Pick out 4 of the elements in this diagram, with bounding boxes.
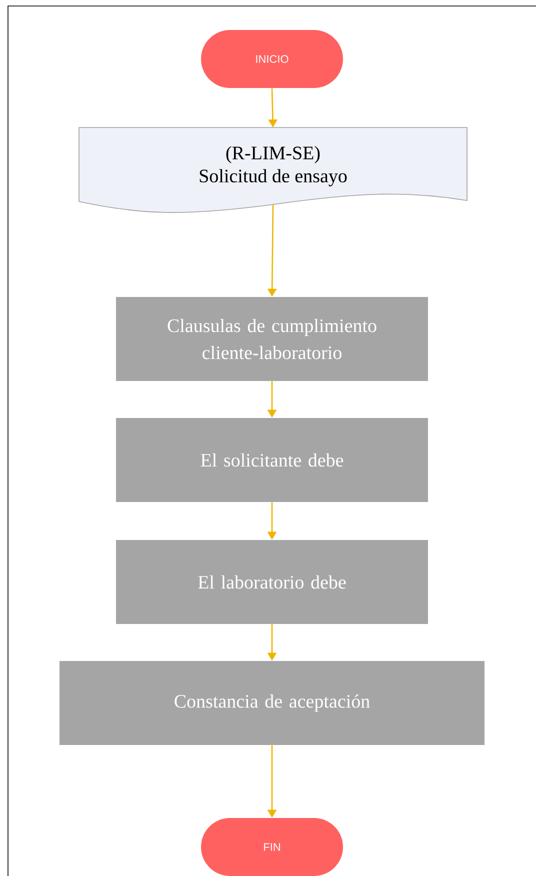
process-box: Constancia de aceptación bbox=[60, 661, 484, 745]
process-box: El laboratorio debe bbox=[116, 540, 428, 624]
process-box: El solicitante debe bbox=[116, 418, 428, 502]
process-box: Clausulas de cumplimiento cliente-laboratorio bbox=[116, 297, 428, 381]
